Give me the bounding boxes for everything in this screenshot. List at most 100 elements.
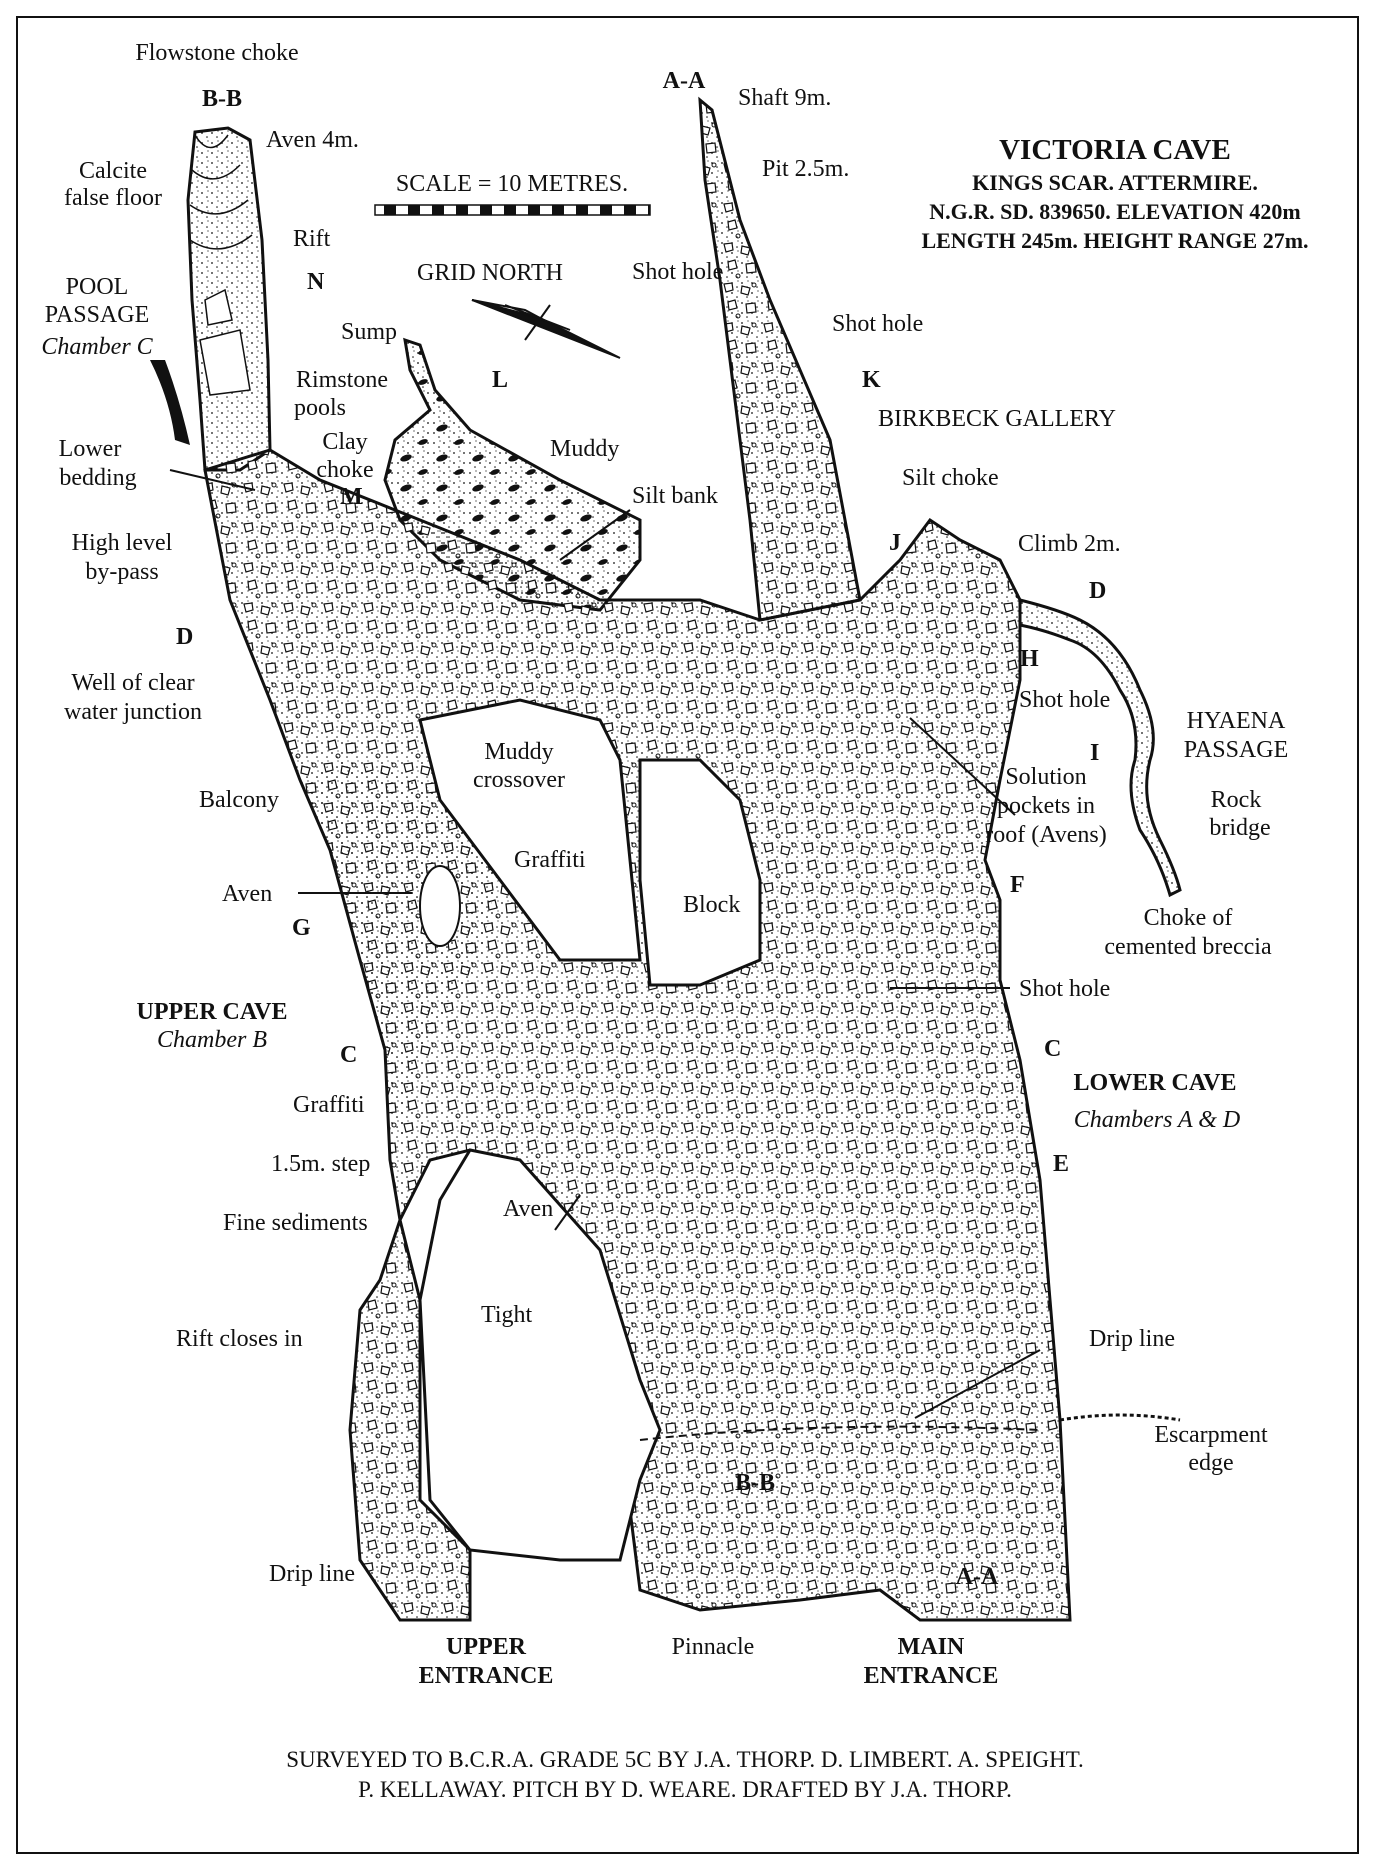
label-aa-bottom: A-A: [955, 1564, 999, 1590]
scale-label: SCALE = 10 METRES.: [395, 171, 629, 197]
credits-line-2: P. KELLAWAY. PITCH BY D. WEARE. DRAFTED …: [358, 1777, 1012, 1802]
label-main-entrance-1: MAIN: [897, 1634, 965, 1660]
label-calcite-2: false floor: [64, 185, 162, 211]
label-d-right: D: [1089, 578, 1107, 604]
label-upper-cave: UPPER CAVE: [136, 999, 288, 1025]
label-rimstone-1: Rimstone: [295, 367, 389, 393]
label-m: M: [340, 484, 363, 510]
label-solution-2: pockets in: [997, 793, 1095, 819]
label-escarpment-2: edge: [1188, 1450, 1234, 1476]
north-label: GRID NORTH: [417, 260, 563, 286]
label-high-level-1: High level: [71, 530, 173, 556]
label-calcite-1: Calcite: [79, 158, 147, 184]
label-pit: Pit 2.5m.: [762, 156, 850, 182]
map-title: VICTORIA CAVE: [999, 134, 1231, 166]
label-c-right: C: [1044, 1036, 1062, 1062]
map-subtitle-1: KINGS SCAR. ATTERMIRE.: [972, 170, 1258, 195]
label-rift: Rift: [293, 226, 331, 252]
map-subtitle-3: LENGTH 245m. HEIGHT RANGE 27m.: [921, 228, 1309, 253]
label-g: G: [292, 915, 311, 941]
label-tight: Tight: [481, 1302, 533, 1328]
label-fine-sediments: Fine sediments: [223, 1210, 368, 1236]
label-escarpment-1: Escarpment: [1154, 1422, 1268, 1448]
label-rimstone-2: pools: [293, 395, 347, 421]
label-aa-top: A-A: [662, 68, 706, 94]
label-pinnacle: Pinnacle: [671, 1634, 755, 1660]
pool-passage-outline: [186, 126, 272, 472]
tight-island: [418, 1148, 662, 1562]
label-lower-cave: LOWER CAVE: [1073, 1070, 1237, 1096]
label-solution-1: Solution: [1005, 764, 1087, 790]
map-frame: [16, 16, 1359, 1854]
label-block: Block: [683, 892, 741, 918]
label-j: J: [889, 530, 901, 556]
label-silt-bank: Silt bank: [632, 483, 719, 509]
label-rift-closes: Rift closes in: [176, 1326, 303, 1352]
label-clay-choke-2: choke: [316, 457, 374, 483]
label-flowstone-choke: Flowstone choke: [135, 40, 299, 66]
label-upper-entrance-1: UPPER: [446, 1634, 526, 1660]
escarpment-edge-line: [1059, 1413, 1181, 1422]
label-drip-line-right: Drip line: [1089, 1326, 1175, 1352]
block-island: [638, 758, 762, 987]
label-pool-passage-2: PASSAGE: [44, 302, 150, 328]
label-d-left: D: [176, 624, 194, 650]
label-choke-2: cemented breccia: [1104, 934, 1272, 960]
label-e: E: [1053, 1151, 1070, 1177]
label-muddy-crossover-1: Muddy: [484, 739, 554, 765]
label-silt-choke: Silt choke: [902, 465, 999, 491]
label-solution-3: roof (Avens): [985, 822, 1107, 848]
label-shot-hole-3: Shot hole: [1019, 687, 1111, 713]
label-shot-hole-4: Shot hole: [1019, 976, 1111, 1002]
label-choke-1: Choke of: [1143, 905, 1233, 931]
label-f: F: [1010, 872, 1025, 898]
label-graffiti-1: Graffiti: [514, 847, 586, 873]
label-high-level-2: by-pass: [85, 559, 159, 585]
label-lower-bedding-1: Lower: [58, 436, 122, 462]
scale-bar: [374, 204, 651, 216]
hyaena-passage-outline: [1018, 598, 1182, 898]
label-muddy-crossover-2: crossover: [473, 767, 565, 793]
label-chamber-c: Chamber C: [41, 334, 153, 360]
label-well-2: water junction: [64, 699, 202, 725]
label-shot-hole-2: Shot hole: [832, 311, 924, 337]
label-aven-left: Aven: [222, 881, 273, 907]
label-sump: Sump: [341, 319, 398, 345]
drip-line-dashed: [639, 1425, 1041, 1441]
label-chamber-b: Chamber B: [157, 1027, 267, 1053]
label-k: K: [862, 367, 881, 393]
label-aven-lower: Aven: [503, 1196, 554, 1222]
label-aven-4m: Aven 4m.: [266, 127, 359, 153]
label-upper-entrance-2: ENTRANCE: [418, 1663, 554, 1689]
label-chambers-ad: Chambers A & D: [1073, 1107, 1241, 1133]
label-drip-line-left: Drip line: [269, 1561, 355, 1587]
label-well-1: Well of clear: [71, 670, 195, 696]
label-n: N: [307, 269, 325, 295]
label-h: H: [1020, 646, 1039, 672]
label-graffiti-2: Graffiti: [293, 1092, 365, 1118]
label-balcony: Balcony: [199, 787, 279, 813]
label-rock-bridge-1: Rock: [1210, 787, 1262, 813]
label-hyaena-2: PASSAGE: [1183, 737, 1289, 763]
label-i: I: [1090, 740, 1100, 766]
label-lower-bedding-2: bedding: [59, 465, 137, 491]
main-cave-outline: [203, 448, 1072, 1622]
label-clay-choke-1: Clay: [322, 429, 368, 455]
label-step: 1.5m. step: [271, 1151, 371, 1177]
label-birkbeck: BIRKBECK GALLERY: [878, 406, 1117, 432]
north-arrow-icon: [471, 299, 621, 359]
aven-left-shape: [419, 865, 461, 947]
label-bb-top: B-B: [201, 86, 243, 112]
label-hyaena-1: HYAENA: [1186, 708, 1286, 734]
label-muddy: Muddy: [550, 436, 620, 462]
muddy-crossover-island: [418, 698, 642, 962]
label-shaft-9m: Shaft 9m.: [738, 85, 832, 111]
label-main-entrance-2: ENTRANCE: [863, 1663, 999, 1689]
map-subtitle-2: N.G.R. SD. 839650. ELEVATION 420m: [929, 199, 1301, 224]
label-c-left: C: [340, 1042, 358, 1068]
label-rock-bridge-2: bridge: [1209, 815, 1271, 841]
label-l: L: [492, 367, 509, 393]
label-shot-hole-1: Shot hole: [632, 259, 724, 285]
label-bb-bottom: B-B: [734, 1470, 776, 1496]
